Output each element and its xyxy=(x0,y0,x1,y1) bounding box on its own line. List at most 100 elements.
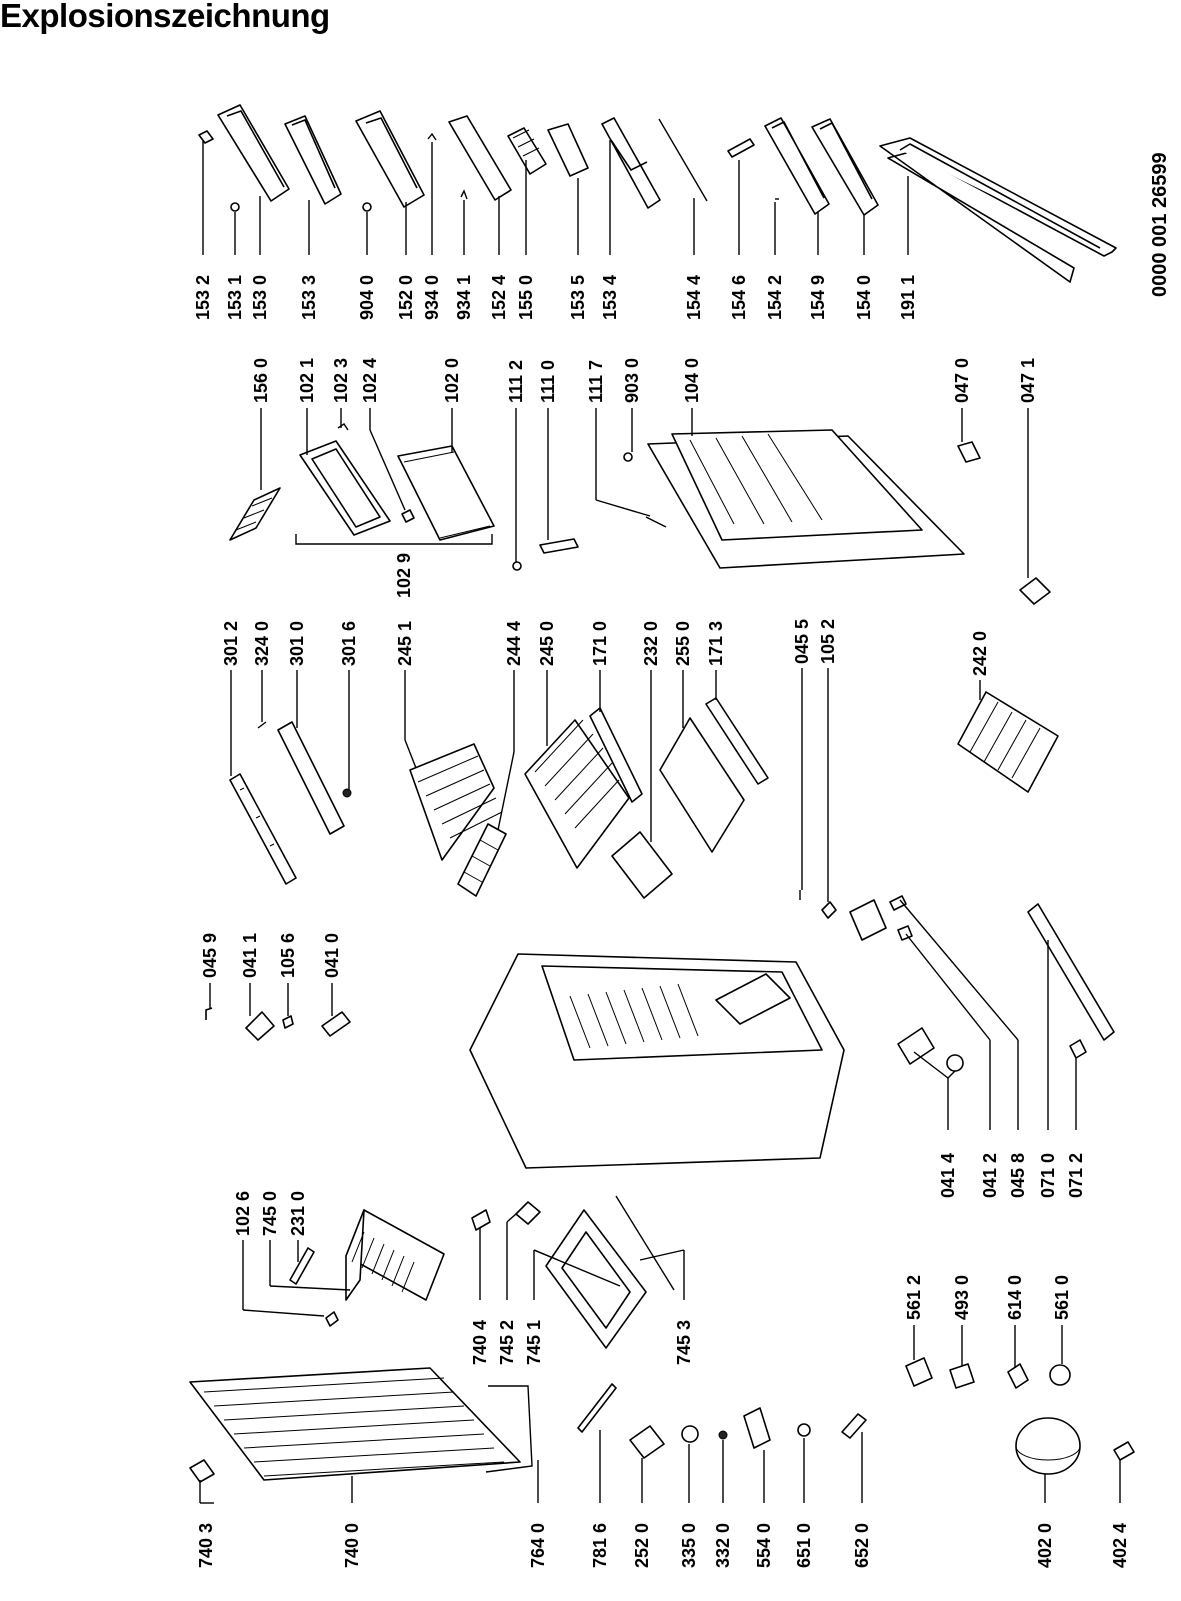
label-154-6: 154 6 xyxy=(729,275,749,320)
part-252-0-shape xyxy=(629,1425,665,1459)
label-740-4: 740 4 xyxy=(470,1320,490,1365)
hinge-bottom-shape xyxy=(897,1027,935,1065)
label-154-0: 154 0 xyxy=(854,275,874,320)
part-332-0-shape xyxy=(718,1430,728,1440)
label-934-0: 934 0 xyxy=(422,275,442,320)
part-651-0-shape xyxy=(797,1423,811,1437)
part-301-2-shape xyxy=(229,773,297,885)
part-153-1-shape xyxy=(230,202,240,212)
label-045-9: 045 9 xyxy=(200,933,220,978)
label-102-6: 102 6 xyxy=(233,1191,253,1236)
label-231-0: 231 0 xyxy=(288,1191,308,1236)
page-title: Explosionszeichnung xyxy=(0,0,330,34)
label-153-3: 153 3 xyxy=(299,275,319,320)
label-301-2: 301 2 xyxy=(221,621,241,666)
part-153-3-shape xyxy=(284,115,342,205)
label-071-0: 071 0 xyxy=(1038,1153,1058,1198)
part-153-5-shape xyxy=(547,123,589,177)
label-153-0: 153 0 xyxy=(250,275,270,320)
part-934-1-shape xyxy=(460,189,468,200)
label-781-6: 781 6 xyxy=(590,1523,610,1568)
label-745-3: 745 3 xyxy=(674,1320,694,1365)
label-904-0: 904 0 xyxy=(357,275,377,320)
part-102-4-shape xyxy=(401,509,415,523)
part-171-3-shape xyxy=(705,697,769,785)
part-047-1-shape xyxy=(1019,577,1051,605)
part-244-4-shape xyxy=(457,823,507,897)
part-105-6-shape xyxy=(282,1015,294,1029)
part-153-4-shape xyxy=(601,117,661,209)
part-764-0-shape xyxy=(485,1385,533,1473)
label-745-1: 745 1 xyxy=(524,1320,544,1365)
label-152-4: 152 4 xyxy=(489,275,509,320)
label-242-0: 242 0 xyxy=(970,631,990,676)
part-301-0-shape xyxy=(277,721,345,835)
part-904-0-shape xyxy=(362,202,372,212)
label-245-0: 245 0 xyxy=(537,621,557,666)
label-152-0: 152 0 xyxy=(396,275,416,320)
label-561-2: 561 2 xyxy=(904,1275,924,1320)
label-255-0: 255 0 xyxy=(673,621,693,666)
part-652-0-shape xyxy=(841,1413,867,1439)
label-071-2: 071 2 xyxy=(1066,1153,1086,1198)
part-745-3-shape xyxy=(615,1195,675,1291)
foot-shape xyxy=(946,1054,964,1072)
label-402-4: 402 4 xyxy=(1110,1523,1130,1568)
condenser-shape xyxy=(189,1367,521,1481)
part-153-0-shape xyxy=(217,104,290,202)
part-324-0-shape xyxy=(257,721,267,729)
label-153-1: 153 1 xyxy=(225,275,245,320)
part-781-6-shape xyxy=(577,1383,617,1433)
label-614-0: 614 0 xyxy=(1005,1275,1025,1320)
part-105-2-shape xyxy=(821,901,837,919)
label-493-0: 493 0 xyxy=(952,1275,972,1320)
label-301-6: 301 6 xyxy=(339,621,359,666)
label-153-5: 153 5 xyxy=(568,275,588,320)
door-handle-shape xyxy=(1027,903,1115,1041)
label-041-4: 041 4 xyxy=(938,1153,958,1198)
label-154-9: 154 9 xyxy=(808,275,828,320)
label-402-0: 402 0 xyxy=(1035,1523,1055,1568)
part-903-0-shape xyxy=(623,452,633,462)
part-171-0-shape xyxy=(589,707,643,803)
label-745-0: 745 0 xyxy=(260,1191,280,1236)
label-111-2: 111 2 xyxy=(506,360,526,403)
part-drawings xyxy=(189,104,1135,1483)
drawing-reference-number: 0000 001 26599 xyxy=(1149,152,1171,297)
label-335-0: 335 0 xyxy=(679,1523,699,1568)
part-154-0-shape xyxy=(811,118,879,216)
part-number-labels: 153 2 153 1 153 0 153 3 904 0 152 0 934 … xyxy=(193,275,1130,1568)
label-903-0: 903 0 xyxy=(622,358,642,403)
part-745-2-shape xyxy=(515,1201,541,1225)
part-402-4-shape xyxy=(1113,1441,1135,1461)
label-156-0: 156 0 xyxy=(251,358,271,403)
label-652-0: 652 0 xyxy=(852,1523,872,1568)
label-301-0: 301 0 xyxy=(287,621,307,666)
label-102-1: 102 1 xyxy=(297,358,317,403)
part-934-0-shape xyxy=(427,132,437,141)
label-244-4: 244 4 xyxy=(504,621,524,666)
label-045-5: 045 5 xyxy=(792,619,812,664)
label-332-0: 332 0 xyxy=(713,1523,733,1568)
label-045-8: 045 8 xyxy=(1008,1153,1028,1198)
hinge-pin-shape xyxy=(889,895,907,911)
label-153-2: 153 2 xyxy=(193,275,213,320)
label-153-4: 153 4 xyxy=(600,275,620,320)
label-102-3: 102 3 xyxy=(331,358,351,403)
part-071-2-shape xyxy=(1069,1039,1087,1059)
label-041-2: 041 2 xyxy=(980,1153,1000,1198)
part-102-0-shape xyxy=(397,445,495,541)
label-154-2: 154 2 xyxy=(765,275,785,320)
label-171-3: 171 3 xyxy=(706,621,726,666)
label-102-9: 102 9 xyxy=(394,553,414,598)
label-232-0: 232 0 xyxy=(641,621,661,666)
part-554-0-shape xyxy=(743,1407,771,1449)
label-102-0: 102 0 xyxy=(442,358,462,403)
part-152-0-shape xyxy=(355,110,425,208)
part-111-2-shape xyxy=(512,561,522,571)
label-561-0: 561 0 xyxy=(1052,1275,1072,1320)
part-255-0-shape xyxy=(659,717,745,853)
part-245-0-shape xyxy=(524,719,630,869)
part-041-0-shape xyxy=(321,1011,351,1037)
